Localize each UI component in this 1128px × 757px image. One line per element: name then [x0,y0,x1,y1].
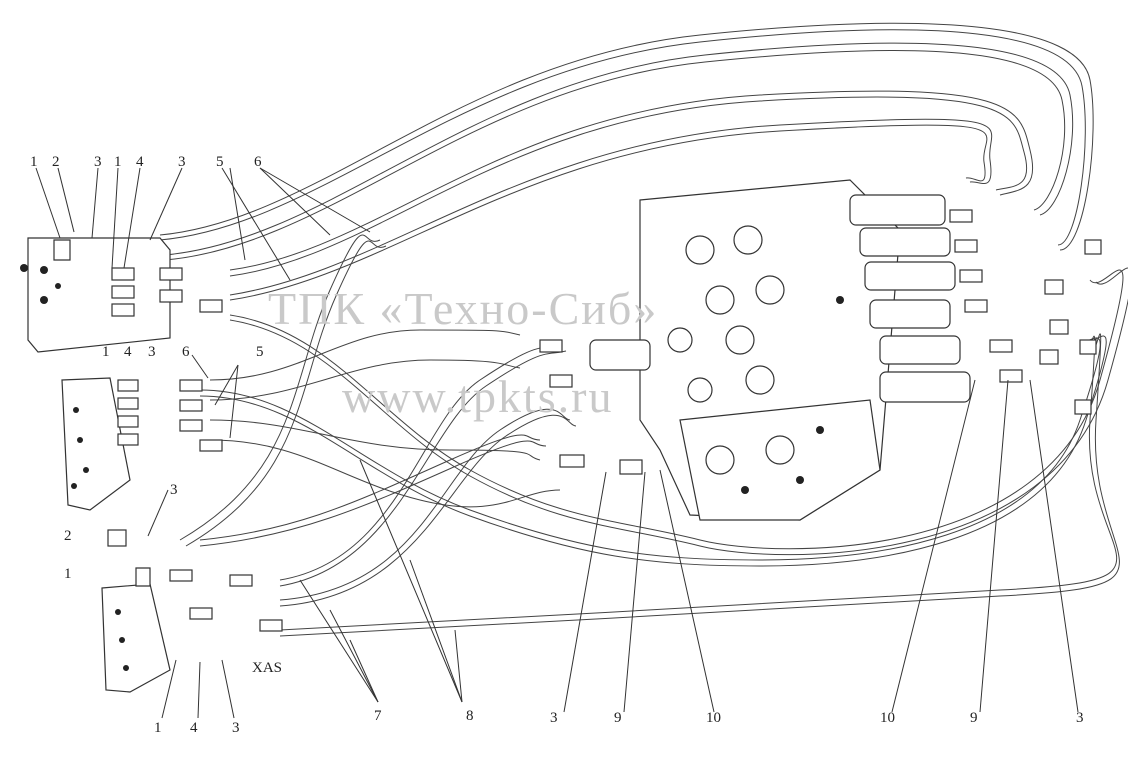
manifold-block-middle [61,377,131,511]
hose-mark-label: XAS [252,660,282,676]
callout-bottom-2: 4 [190,720,198,736]
callout-top-7: 5 [216,154,224,170]
hose-mid-3 [209,419,541,461]
left-fittings [53,239,283,632]
hose-mid-4 [209,439,561,508]
callout-top-2: 2 [52,154,60,170]
callout-mid-4: 6 [182,344,190,360]
callout-bottom-4: 7 [374,708,382,724]
callout-bottom-3: 3 [232,720,240,736]
hose-lower-4 [279,414,577,607]
right-fittings [539,209,1102,475]
callout-side-1: 3 [170,482,178,498]
callout-side-3: 1 [64,566,72,582]
hose-upper-8 [229,124,988,301]
hose-cross-4 [199,335,1107,567]
hose-upper-6 [229,96,1028,277]
solenoid-stack [589,194,971,403]
callout-mid-2: 4 [124,344,132,360]
callout-bottom-5: 8 [466,708,474,724]
hose-lower-6 [279,333,1120,637]
callout-top-1: 1 [30,154,38,170]
hose-lower-8 [199,440,547,547]
callout-mid-3: 3 [148,344,156,360]
hose-bend-2 [185,240,387,547]
hose-upper-7 [229,118,993,296]
manifold-block-top [20,237,171,353]
hose-mid-1 [209,329,521,381]
hose-lower-1 [279,344,561,581]
hose-outer-3 [164,42,1074,256]
hose-cross-2 [229,267,1128,556]
callout-top-5: 4 [136,154,144,170]
callout-top-8: 6 [254,154,262,170]
hose-outer-1 [159,22,1094,251]
hose-outer-4 [164,50,1066,261]
callout-labels: 1 2 3 1 4 3 5 6 1 4 3 6 5 3 2 1 1 4 3 7 … [30,154,1084,736]
callout-bottom-8: 10 [706,710,721,726]
callout-bottom-11: 3 [1076,710,1084,726]
hose-upper-5 [229,90,1034,271]
hose-lower-3 [279,408,571,601]
manifold-block-bottom [101,583,171,693]
hose-lower-7 [199,434,541,541]
hose-cross-3 [199,337,1101,561]
callout-top-3: 3 [94,154,102,170]
callout-top-4: 1 [114,154,122,170]
hose-mid-2 [209,359,521,401]
callout-top-6: 3 [178,154,186,170]
callout-bottom-1: 1 [154,720,162,736]
callout-bottom-10: 9 [970,710,978,726]
hose-lower-2 [279,350,567,587]
callout-bottom-7: 9 [614,710,622,726]
callout-mid-1: 1 [102,344,110,360]
hose-outer-2 [159,29,1086,246]
hose-bend-1 [179,234,381,541]
hose-bundle [159,22,1128,637]
callout-bottom-9: 10 [880,710,895,726]
hose-cross-1 [229,269,1124,550]
callout-side-2: 2 [64,528,72,544]
callout-mid-5: 5 [256,344,264,360]
leader-lines [35,167,1079,719]
callout-bottom-6: 3 [550,710,558,726]
control-valve-body [639,179,901,521]
